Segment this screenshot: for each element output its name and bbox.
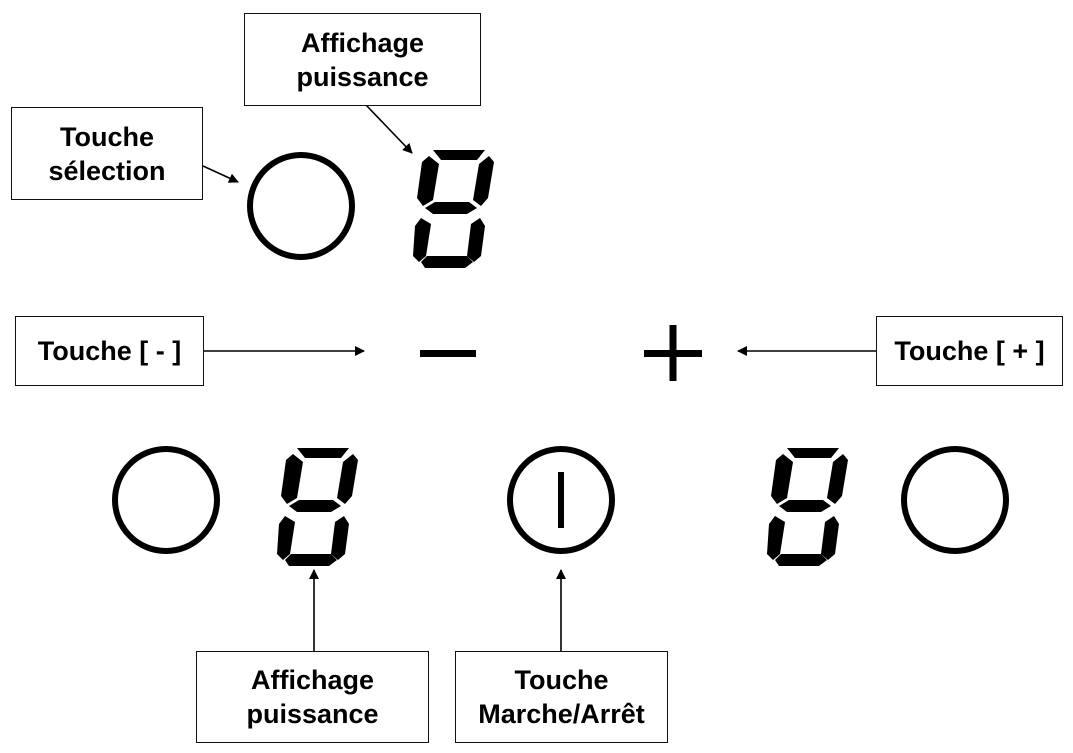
label-selection-key: Touche sélection — [11, 107, 203, 200]
label-text: Touche [ + ] — [894, 336, 1045, 366]
label-minus-key: Touche [ - ] — [15, 316, 204, 386]
power-display-right — [767, 448, 848, 566]
label-power-display-top: Affichage puissance — [244, 13, 481, 106]
arrow-power-display-top — [365, 104, 413, 154]
label-text: Touche [ - ] — [37, 336, 182, 366]
power-display-left — [277, 448, 358, 566]
power-display-top — [413, 150, 494, 268]
selection-button-icon[interactable] — [247, 152, 355, 260]
label-line-1: Affichage — [300, 27, 425, 58]
minus-icon[interactable] — [420, 350, 476, 357]
label-line-2: puissance — [296, 61, 429, 92]
plus-icon[interactable] — [644, 325, 702, 381]
power-icon[interactable] — [507, 446, 615, 554]
arrow-selection-key — [202, 165, 239, 183]
selection-button-right-icon[interactable] — [901, 446, 1009, 554]
label-line-1: Touche — [60, 121, 154, 152]
selection-button-left-icon[interactable] — [112, 446, 220, 554]
label-line-1: Touche — [514, 665, 609, 695]
label-line-2: Marche/Arrêt — [478, 699, 645, 729]
label-line-2: sélection — [48, 155, 166, 186]
label-plus-key: Touche [ + ] — [876, 316, 1063, 386]
label-power-display-bottom: Affichage puissance — [196, 651, 429, 743]
label-line-1: Affichage — [250, 665, 375, 695]
label-on-off-key: Touche Marche/Arrêt — [455, 651, 668, 743]
label-line-2: puissance — [246, 699, 379, 729]
